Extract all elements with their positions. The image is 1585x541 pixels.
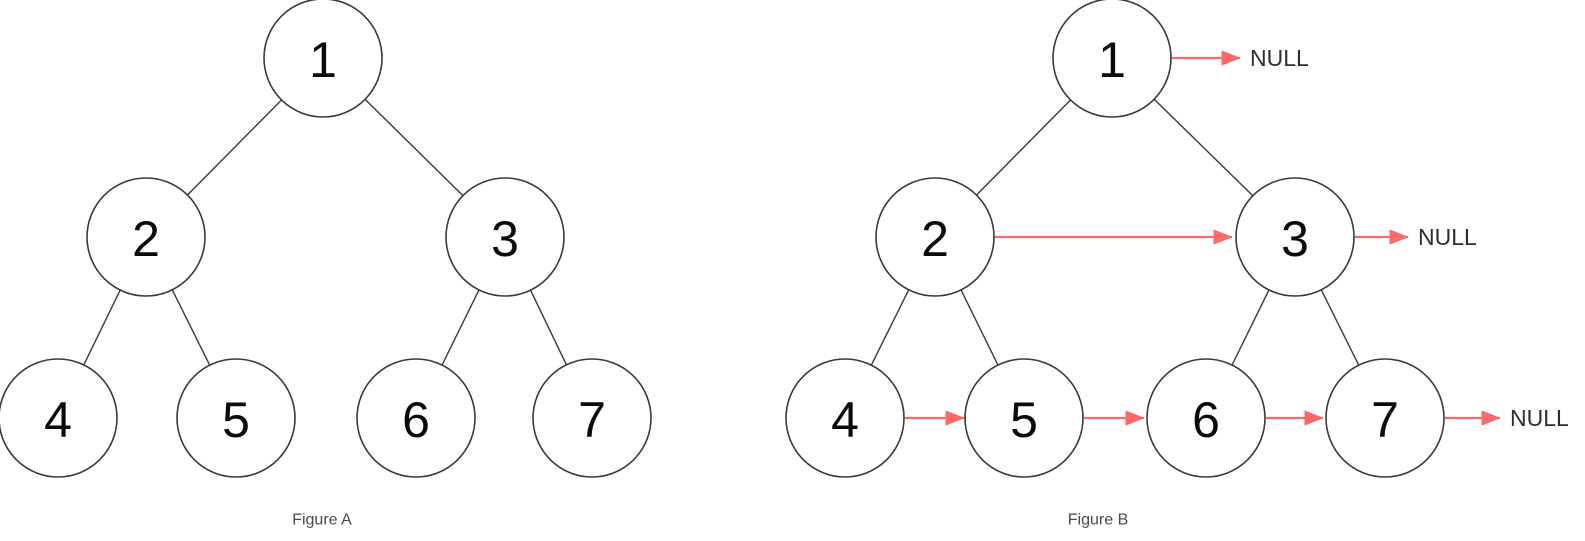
node-circle-1 <box>263 0 383 118</box>
null-label: NULL <box>1250 45 1309 71</box>
node-value-label: 4 <box>44 392 72 448</box>
tree-edge-3-6 <box>441 289 480 366</box>
node-circle-6 <box>1146 358 1266 478</box>
node-value-label: 7 <box>1371 392 1399 448</box>
node-value-label: 6 <box>402 392 430 448</box>
tree-edge-1-2 <box>975 99 1072 196</box>
tree-node-6[interactable]: 6 <box>1146 358 1266 478</box>
node-value-label: 6 <box>1192 392 1220 448</box>
tree-node-1[interactable]: 1 <box>263 0 383 118</box>
node-value-label: 5 <box>222 392 250 448</box>
tree-edge-1-3 <box>1153 98 1254 197</box>
tree-edge-3-6 <box>1231 289 1270 366</box>
tree-node-4[interactable]: 4 <box>785 358 905 478</box>
node-value-label: 3 <box>1281 211 1309 267</box>
tree-node-7[interactable]: 7 <box>532 358 652 478</box>
tree-node-6[interactable]: 6 <box>356 358 476 478</box>
node-circle-4 <box>0 358 118 478</box>
tree-node-7[interactable]: 7 <box>1325 358 1445 478</box>
node-circle-1 <box>1052 0 1172 118</box>
tree-edge-3-7 <box>1320 289 1360 366</box>
node-circle-3 <box>1235 177 1355 297</box>
node-value-label: 4 <box>831 392 859 448</box>
figure-caption-a: Figure A <box>292 512 352 529</box>
node-value-label: 1 <box>1098 32 1126 88</box>
node-value-label: 3 <box>491 211 519 267</box>
tree-edge-3-7 <box>529 289 568 366</box>
node-circle-7 <box>532 358 652 478</box>
tree-edge-2-4 <box>870 289 910 366</box>
null-label: NULL <box>1510 405 1569 431</box>
tree-edge-1-3 <box>364 98 464 197</box>
next-pointers-layer: NULL NULL NULL <box>905 45 1569 431</box>
null-label: NULL <box>1418 224 1477 250</box>
node-circle-7 <box>1325 358 1445 478</box>
node-value-label: 2 <box>921 211 949 267</box>
node-value-label: 7 <box>578 392 606 448</box>
node-circle-2 <box>875 177 995 297</box>
tree-edges-layer <box>83 98 1360 366</box>
tree-edge-2-5 <box>171 289 211 366</box>
node-value-label: 1 <box>309 32 337 88</box>
tree-edge-2-5 <box>960 289 999 366</box>
node-circle-5 <box>964 358 1084 478</box>
node-circle-4 <box>785 358 905 478</box>
node-value-label: 2 <box>132 211 160 267</box>
tree-node-2[interactable]: 2 <box>875 177 995 297</box>
node-circle-3 <box>445 177 565 297</box>
tree-node-5[interactable]: 5 <box>176 358 296 478</box>
tree-node-3[interactable]: 3 <box>1235 177 1355 297</box>
tree-node-2[interactable]: 2 <box>86 177 206 297</box>
node-circle-2 <box>86 177 206 297</box>
node-value-label: 5 <box>1010 392 1038 448</box>
tree-node-3[interactable]: 3 <box>445 177 565 297</box>
tree-node-5[interactable]: 5 <box>964 358 1084 478</box>
tree-nodes-layer: 1 2 3 4 5 6 7 1 2 3 4 5 6 7 <box>0 0 1445 478</box>
figure-captions-layer: Figure A Figure B <box>292 512 1128 529</box>
node-circle-5 <box>176 358 296 478</box>
node-circle-6 <box>356 358 476 478</box>
tree-node-4[interactable]: 4 <box>0 358 118 478</box>
figure-caption-b: Figure B <box>1068 512 1128 529</box>
tree-edge-1-2 <box>186 99 283 196</box>
tree-edge-2-4 <box>83 289 121 366</box>
tree-node-1[interactable]: 1 <box>1052 0 1172 118</box>
